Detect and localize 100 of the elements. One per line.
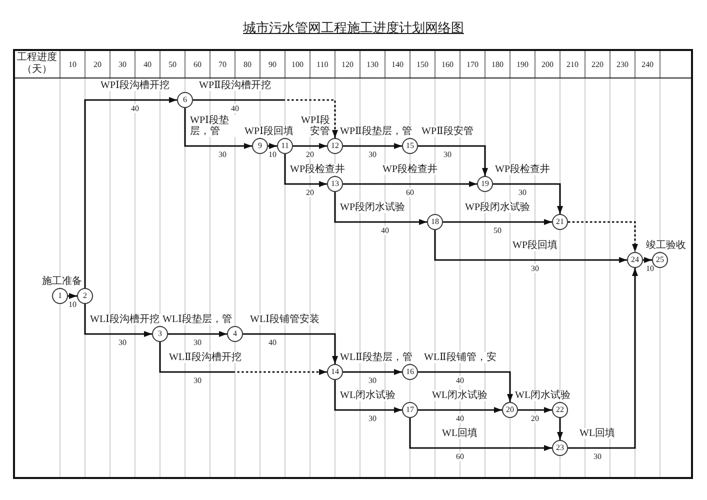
day-label: 210: [566, 60, 578, 68]
event-node: 16: [402, 364, 418, 380]
dashed-arrow: [193, 99, 338, 138]
activity-label: WP段回填: [512, 240, 558, 251]
activity-label: WPⅠ段安管: [299, 115, 331, 137]
duration-label: 30: [192, 376, 202, 385]
activity-label: WL闭水试验: [431, 390, 489, 401]
activity-label: WLⅡ段沟槽开挖: [168, 352, 242, 363]
activity-label: 竣工验收: [645, 240, 687, 251]
arrow: [343, 181, 477, 187]
duration-label: 10: [268, 150, 278, 159]
duration-label: 30: [218, 150, 228, 159]
duration-label: 30: [530, 264, 540, 273]
activity-label: WL闭水试验: [339, 390, 397, 401]
duration-label: 30: [368, 150, 378, 159]
activity-label: WP段检查井: [494, 164, 551, 175]
event-node: 2: [77, 288, 93, 304]
day-label: 160: [442, 60, 454, 68]
arrow: [418, 371, 513, 402]
duration-label: 40: [455, 376, 465, 385]
activity-label: WL回填: [578, 428, 616, 439]
event-node: 4: [227, 326, 243, 342]
dashed-arrow: [159, 342, 327, 375]
arrow: [268, 143, 277, 149]
duration-label: 40: [380, 226, 390, 235]
day-label: 110: [316, 60, 328, 68]
arrow: [343, 369, 402, 375]
activity-label: WL回填: [441, 428, 479, 439]
event-node: 14: [327, 364, 343, 380]
event-node: 19: [477, 176, 493, 192]
activity-label: WP段闭水试验: [339, 202, 406, 213]
duration-label: 20: [305, 188, 315, 197]
duration-label: 40: [455, 414, 465, 423]
arrow: [343, 143, 402, 149]
arrow: [557, 418, 563, 440]
event-node: 11: [277, 138, 293, 154]
arrow: [418, 407, 502, 413]
arrow: [334, 192, 427, 225]
event-node: 18: [427, 214, 443, 230]
activity-label: WPⅡ段安管: [420, 126, 474, 137]
duration-label: 10: [68, 300, 78, 309]
arrow: [284, 154, 327, 187]
day-label: 20: [94, 60, 102, 68]
day-label: 150: [416, 60, 428, 68]
event-node: 12: [327, 138, 343, 154]
arrow: [168, 331, 227, 337]
day-label: 170: [466, 60, 478, 68]
arrow: [643, 257, 652, 263]
activity-label: WPⅡ段垫层，管: [339, 126, 413, 137]
day-label: 10: [68, 60, 76, 68]
activity-label: WPⅠ段回填: [244, 126, 294, 137]
duration-label: 40: [130, 104, 140, 113]
duration-label: 30: [368, 414, 378, 423]
event-node: 13: [327, 176, 343, 192]
arrow: [84, 97, 177, 288]
activity-label: WP段闭水试验: [464, 202, 531, 213]
activity-label: WP段检查井: [289, 164, 346, 175]
event-node: 1: [52, 288, 68, 304]
activity-label: WLⅡ段铺管，安: [423, 352, 498, 363]
event-node: 24: [627, 252, 643, 268]
day-label: 130: [366, 60, 378, 68]
event-node: 20: [502, 402, 518, 418]
diagram-title: 城市污水管网工程施工进度计划网络图: [243, 20, 464, 36]
activity-label: WPⅠ段垫层，管: [189, 115, 237, 137]
dashed-arrow: [568, 221, 638, 252]
activity-label: WLⅡ段垫层，管: [339, 352, 414, 363]
day-label: 240: [642, 60, 654, 68]
activity-label: 施工准备: [41, 276, 83, 287]
duration-label: 60: [405, 188, 415, 197]
day-label: 200: [542, 60, 554, 68]
event-node: 21: [552, 214, 568, 230]
duration-label: 20: [305, 150, 315, 159]
event-node: 3: [152, 326, 168, 342]
scale-heading: 工程进度（天）: [16, 52, 58, 76]
event-node: 25: [652, 252, 668, 268]
duration-label: 30: [518, 188, 528, 197]
duration-label: 60: [455, 452, 465, 461]
activity-label: WLⅠ段铺管安装: [249, 314, 320, 325]
day-label: 70: [218, 60, 226, 68]
day-label: 140: [392, 60, 404, 68]
duration-label: 50: [492, 226, 502, 235]
day-label: 40: [144, 60, 152, 68]
arrow: [409, 418, 552, 451]
arrow: [334, 380, 402, 413]
day-label: 50: [168, 60, 176, 68]
duration-label: 10: [645, 264, 655, 273]
duration-label: 30: [592, 452, 602, 461]
day-label: 180: [492, 60, 504, 68]
day-label: 120: [342, 60, 354, 68]
arrow: [418, 145, 488, 176]
arrow: [568, 268, 638, 449]
activity-label: WPⅠ段沟槽开挖: [100, 80, 170, 91]
day-label: 90: [268, 60, 276, 68]
event-node: 15: [402, 138, 418, 154]
duration-label: 30: [368, 376, 378, 385]
day-label: 30: [118, 60, 126, 68]
day-label: 190: [516, 60, 528, 68]
duration-label: 40: [230, 104, 240, 113]
day-label: 230: [616, 60, 628, 68]
activity-label: WP段检查井: [382, 164, 438, 175]
